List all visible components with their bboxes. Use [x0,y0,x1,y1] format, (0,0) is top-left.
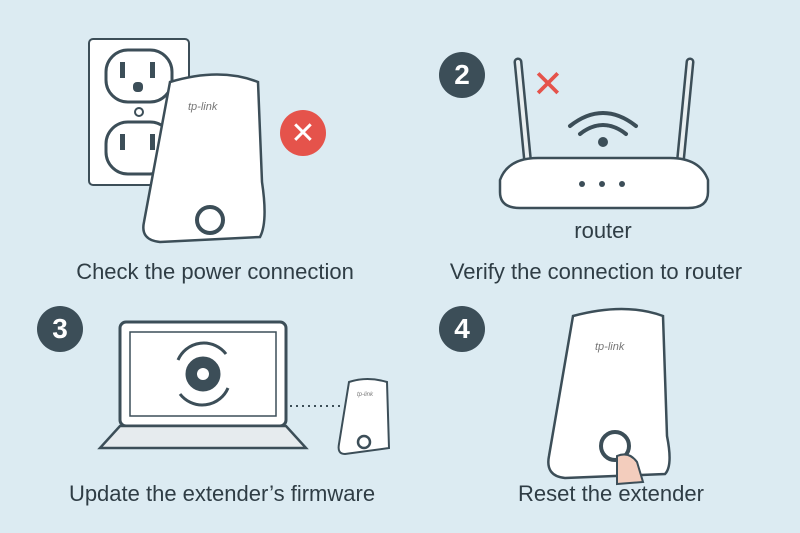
brand-logo: tp-link [188,101,218,113]
finger-icon [616,453,645,486]
extender-illustration: tp-link [142,73,266,244]
step-badge: 4 [439,306,485,352]
svg-text:tp-link: tp-link [595,341,625,353]
step-badge: 3 [37,306,83,352]
laptop-illustration [97,320,309,450]
step-badge: 2 [439,52,485,98]
step-caption: Update the extender’s firmware [68,481,376,506]
svg-text:tp-link: tp-link [357,392,374,398]
router-label: router [574,218,632,243]
error-x-icon: ✕ [280,110,326,156]
step-caption: Check the power connection [76,259,354,284]
gear-update-icon [176,341,230,407]
extender-illustration: tp-link [337,378,391,456]
extender-illustration: tp-link [547,307,671,486]
connection-dots [290,405,340,407]
wifi-icon [568,111,638,147]
step-caption: Reset the extender [518,481,704,506]
step-caption: Verify the connection to router [449,259,743,284]
router-illustration [498,57,710,210]
error-x-icon: ✕ [532,64,564,106]
